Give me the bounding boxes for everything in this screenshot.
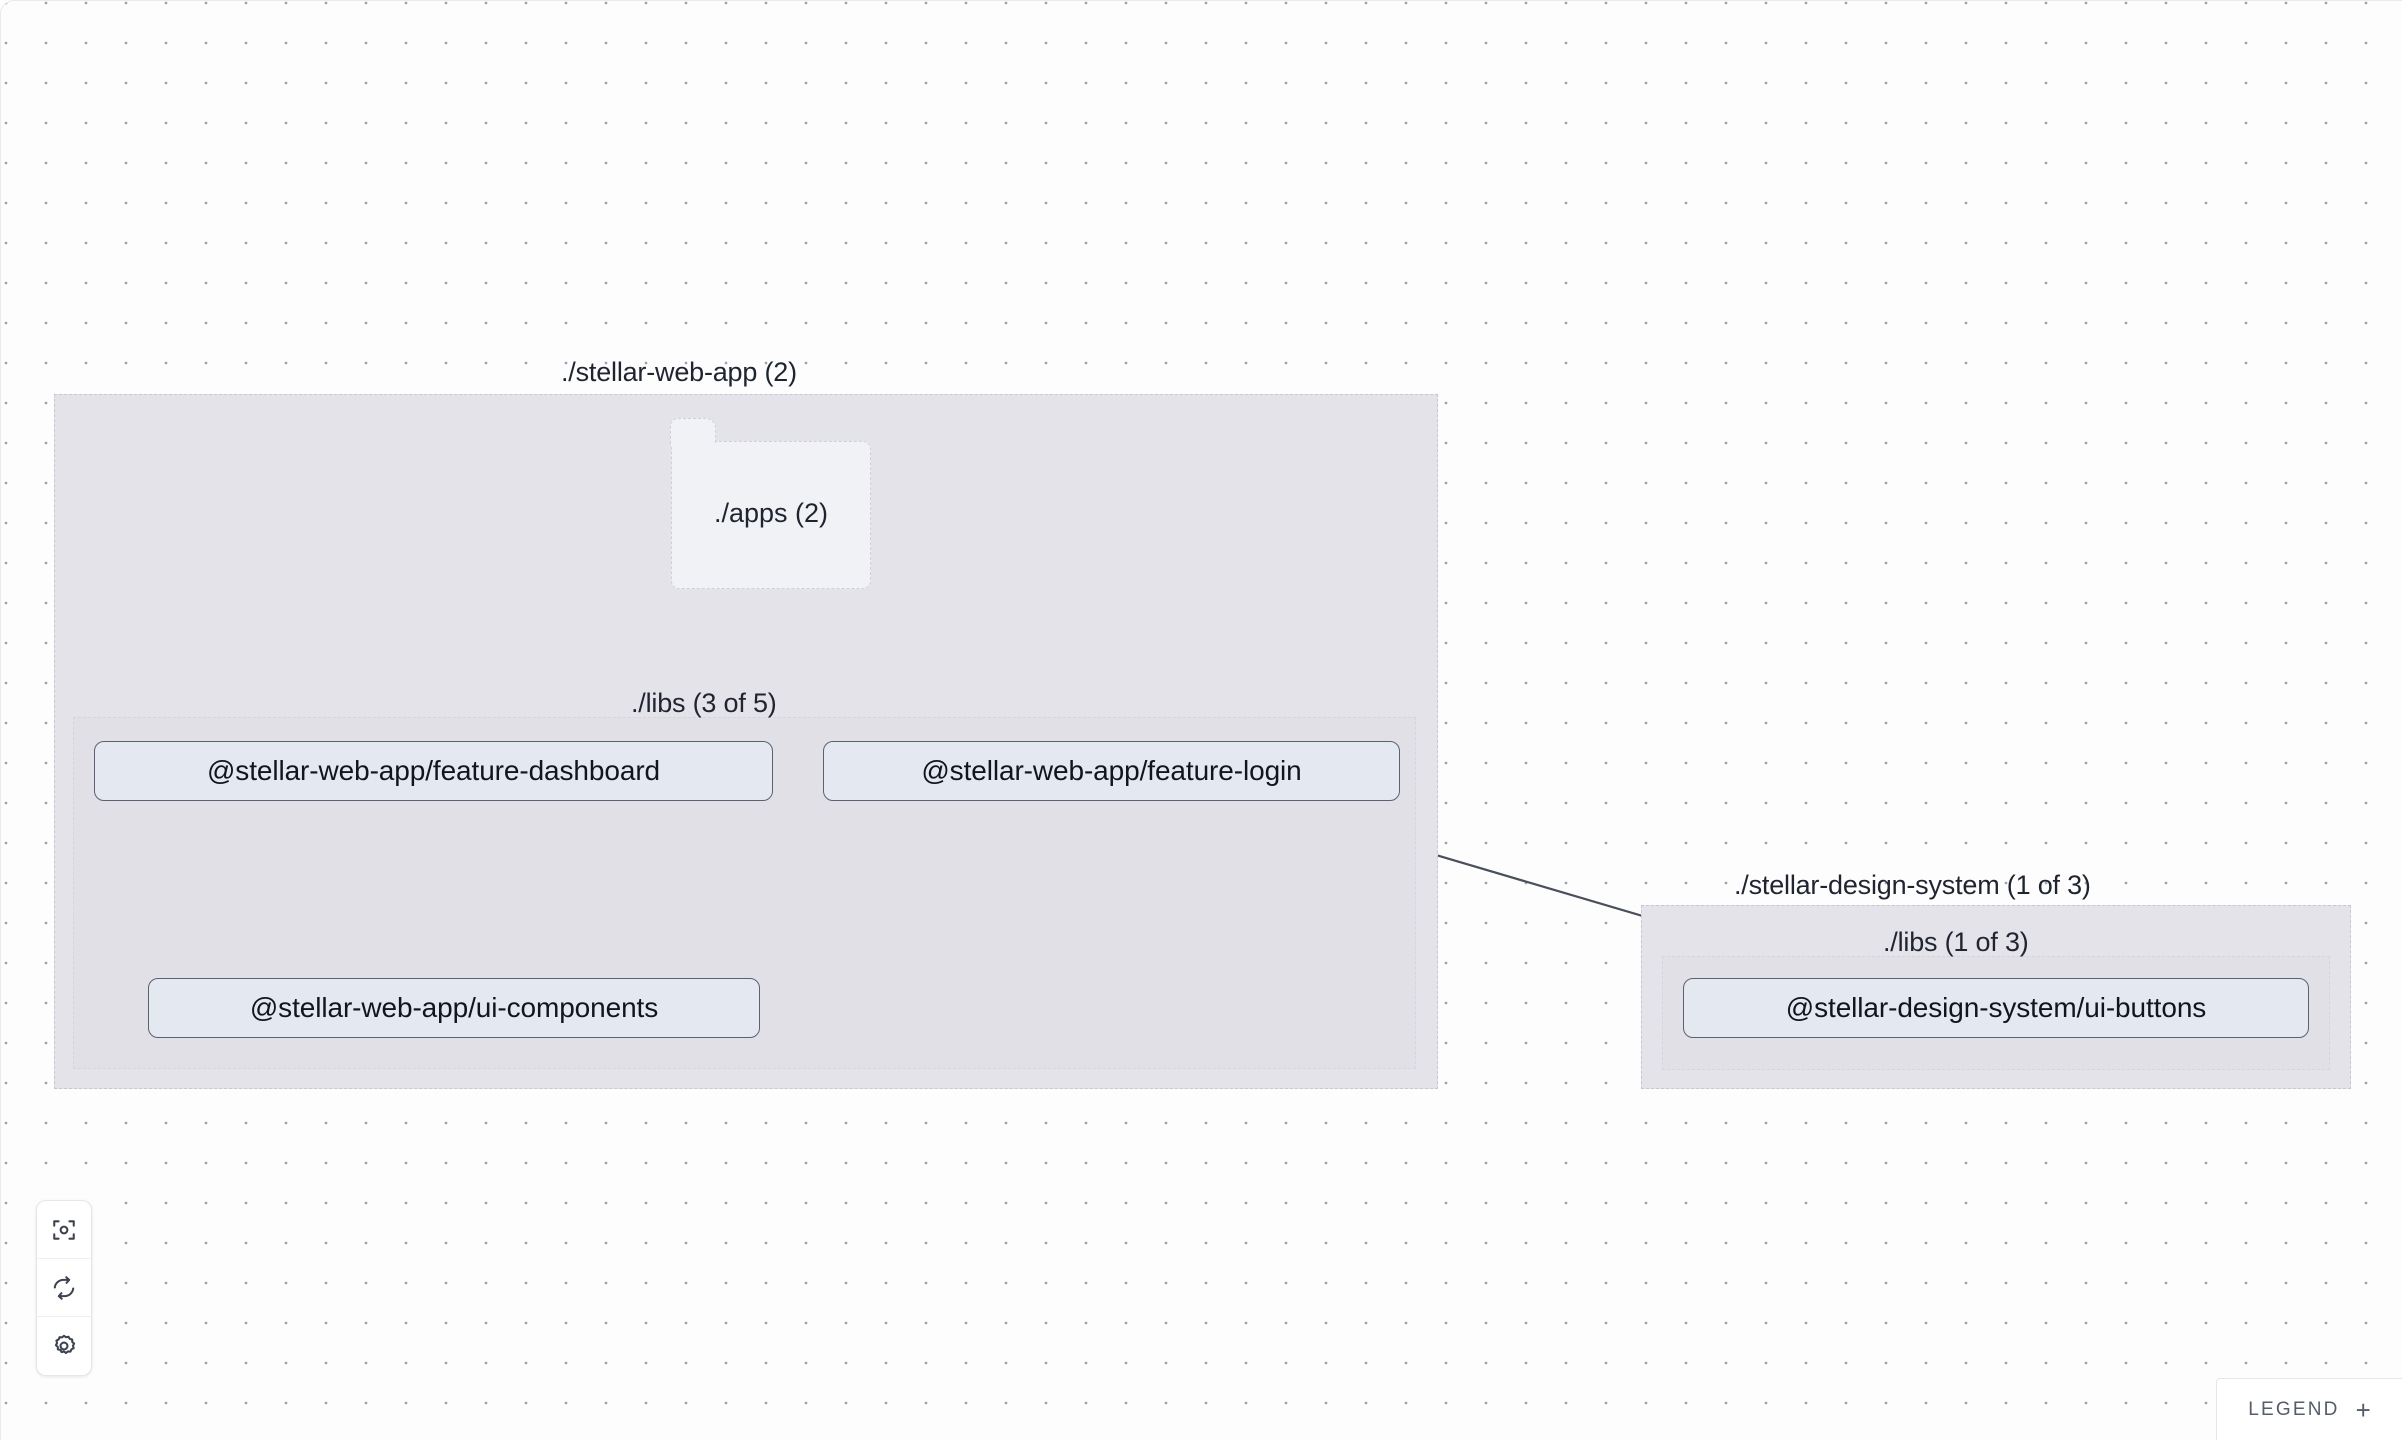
group-stellar-design-system-libs[interactable] (1662, 956, 2330, 1070)
group-label-stellar-design-system: ./stellar-design-system (1 of 3) (1734, 870, 2091, 900)
graph-settings-button[interactable] (37, 1317, 91, 1375)
legend-panel[interactable]: LEGEND + (2216, 1378, 2402, 1440)
gear-icon (51, 1333, 77, 1359)
legend-label: LEGEND (2248, 1398, 2340, 1420)
folder-node-apps[interactable]: ./apps (2) (670, 418, 871, 589)
folder-node-apps-label: ./apps (2) (713, 498, 829, 528)
project-node-feature-login[interactable]: @stellar-web-app/feature-login (823, 741, 1400, 801)
group-label-stellar-web-app: ./stellar-web-app (2) (561, 357, 797, 387)
project-node-ui-components[interactable]: @stellar-web-app/ui-components (148, 978, 760, 1038)
project-node-ui-buttons[interactable]: @stellar-design-system/ui-buttons (1683, 978, 2309, 1038)
group-stellar-web-app-libs[interactable] (73, 717, 1416, 1069)
legend-expand-icon[interactable]: + (2355, 1394, 2371, 1425)
focus-graph-button[interactable] (37, 1201, 91, 1259)
focus-target-icon (51, 1217, 77, 1243)
folder-tab (670, 418, 717, 447)
project-node-feature-dashboard[interactable]: @stellar-web-app/feature-dashboard (94, 741, 773, 801)
refresh-graph-button[interactable] (37, 1259, 91, 1317)
refresh-sync-icon (51, 1275, 77, 1301)
group-label-stellar-design-system-libs: ./libs (1 of 3) (1883, 927, 2029, 957)
graph-controls[interactable] (36, 1200, 92, 1376)
group-label-stellar-web-app-libs: ./libs (3 of 5) (631, 688, 777, 718)
